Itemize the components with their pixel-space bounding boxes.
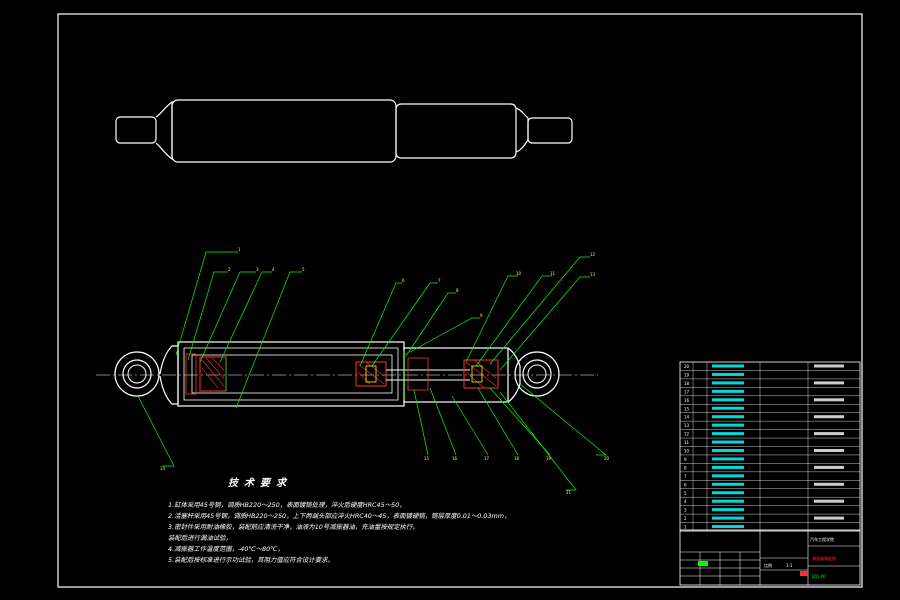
part-no: 2 xyxy=(228,267,231,272)
part-no: 14 xyxy=(160,466,166,471)
sheet-border xyxy=(57,13,863,588)
bom-item-name-mark xyxy=(712,474,744,478)
bom-item-name-mark xyxy=(712,440,744,444)
bom-material-mark xyxy=(814,364,844,368)
drawing-number: JZQ-00 xyxy=(811,574,826,579)
part-no: 17 xyxy=(484,456,490,461)
bom-item-name-mark xyxy=(712,406,744,410)
part-no: 15 xyxy=(424,456,430,461)
part-no: 10 xyxy=(516,271,522,276)
bom-item-number: 3 xyxy=(684,508,687,513)
requirement-line: 1.缸体采用45号钢，调质HB220～250，表面镀铬处理，淬火后硬度HRC45… xyxy=(168,501,406,509)
bom-item-name-mark xyxy=(712,457,744,461)
bom-item-name-mark xyxy=(712,389,744,393)
technical-requirements: 1.缸体采用45号钢，调质HB220～250，表面镀铬处理，淬火后硬度HRC45… xyxy=(168,500,528,566)
part-no: 5 xyxy=(302,267,305,272)
bom-material-mark xyxy=(814,398,844,402)
scale-value: 1:1 xyxy=(786,563,793,568)
bom-item-name-mark xyxy=(712,423,744,427)
part-no: 18 xyxy=(514,456,520,461)
part-no: 13 xyxy=(590,272,596,277)
part-no: 11 xyxy=(550,271,556,276)
requirement-line: 2.活塞杆采用45号钢，调质HB220～250，上下两端头部应淬火HRC40～4… xyxy=(168,512,511,520)
bom-item-number: 7 xyxy=(684,474,687,479)
bom-item-number: 9 xyxy=(684,457,687,462)
bom-item-number: 13 xyxy=(684,423,690,428)
bom-item-name-mark xyxy=(712,465,744,469)
part-no: 8 xyxy=(456,288,459,293)
part-no: 3 xyxy=(256,267,259,272)
technical-requirements-title: 技术要求 xyxy=(228,478,292,489)
requirement-line: 5.装配后按标准进行示功试验，其阻力值应符合设计要求。 xyxy=(168,556,334,564)
bom-item-name-mark xyxy=(712,415,744,419)
bom-item-name-mark xyxy=(712,364,744,368)
bom-item-number: 19 xyxy=(684,372,690,377)
title-block: 汽车工程学院 减振器装配图 JZQ-00 比例 1:1 xyxy=(679,529,861,586)
bom-material-mark xyxy=(814,465,844,469)
bom-material-mark xyxy=(814,499,844,503)
part-no: 6 xyxy=(402,278,405,283)
bom-item-name-mark xyxy=(712,449,744,452)
bom-item-number: 18 xyxy=(684,381,690,386)
bom-material-mark xyxy=(814,482,844,486)
part-no: 20 xyxy=(604,456,610,461)
bom-item-name-mark xyxy=(712,432,744,436)
bom-item-name-mark xyxy=(712,398,744,402)
bom-item-name-mark xyxy=(712,372,744,376)
bom-item-number: 6 xyxy=(684,482,687,487)
scale-label: 比例 xyxy=(764,562,772,568)
bom-item-number: 2 xyxy=(684,516,687,521)
bom-item-number: 1 xyxy=(684,525,687,530)
bom-material-mark xyxy=(814,415,844,419)
requirement-line: 3.密封件采用耐油橡胶，装配前应清洗干净，油液为10号减振器油，充油量按规定执行… xyxy=(168,523,419,531)
part-no: 19 xyxy=(546,456,552,461)
drawing-title: 减振器装配图 xyxy=(812,555,836,561)
bom-item-name-mark xyxy=(712,499,744,503)
bom-item-number: 8 xyxy=(684,465,687,470)
bom-item-number: 17 xyxy=(684,389,690,394)
part-no: 4 xyxy=(272,267,275,272)
bom-item-name-mark xyxy=(712,482,744,486)
bom-item-number: 10 xyxy=(684,449,690,454)
leader-lines xyxy=(137,251,607,491)
part-no: 12 xyxy=(590,252,596,257)
part-no: 1 xyxy=(238,247,241,252)
bom-item-number: 14 xyxy=(684,415,690,420)
bom-item-number: 11 xyxy=(684,440,690,445)
part-number-labels: 1 2 3 4 5 6 7 8 9 10 11 12 13 14 15 16 1… xyxy=(160,247,610,495)
bom-item-name-mark xyxy=(712,516,744,520)
part-no: 9 xyxy=(480,313,483,318)
bom-item-number: 15 xyxy=(684,406,690,411)
bom-item-name-mark xyxy=(712,525,744,529)
part-no: 7 xyxy=(438,278,441,283)
part-no: 21 xyxy=(566,490,572,495)
bom-item-name-mark xyxy=(712,508,744,512)
bom-item-number: 12 xyxy=(684,432,690,437)
bom-item-number: 20 xyxy=(684,364,690,369)
part-no: 16 xyxy=(452,456,458,461)
requirement-line: 装配后进行漏油试验， xyxy=(168,534,232,542)
bom-item-name-mark xyxy=(712,491,744,495)
bom-material-mark xyxy=(814,432,844,436)
bom-item-number: 16 xyxy=(684,398,690,403)
bom-material-mark xyxy=(814,381,844,385)
bom-item-name-mark xyxy=(712,381,744,385)
bom-item-number: 4 xyxy=(684,499,687,504)
bom-material-mark xyxy=(814,516,844,520)
requirement-line: 4.减振器工作温度范围，-40℃～80℃， xyxy=(168,545,284,553)
company-name: 汽车工程学院 xyxy=(810,536,834,542)
exterior-view xyxy=(115,99,573,163)
bom-item-number: 5 xyxy=(684,491,687,496)
bom-table: 20 19 18 17 16 15 14 13 12 11 10 9 8 7 6 5 4 3 2 1 xyxy=(679,361,861,532)
bom-material-mark xyxy=(814,449,844,452)
section-view xyxy=(96,341,598,407)
